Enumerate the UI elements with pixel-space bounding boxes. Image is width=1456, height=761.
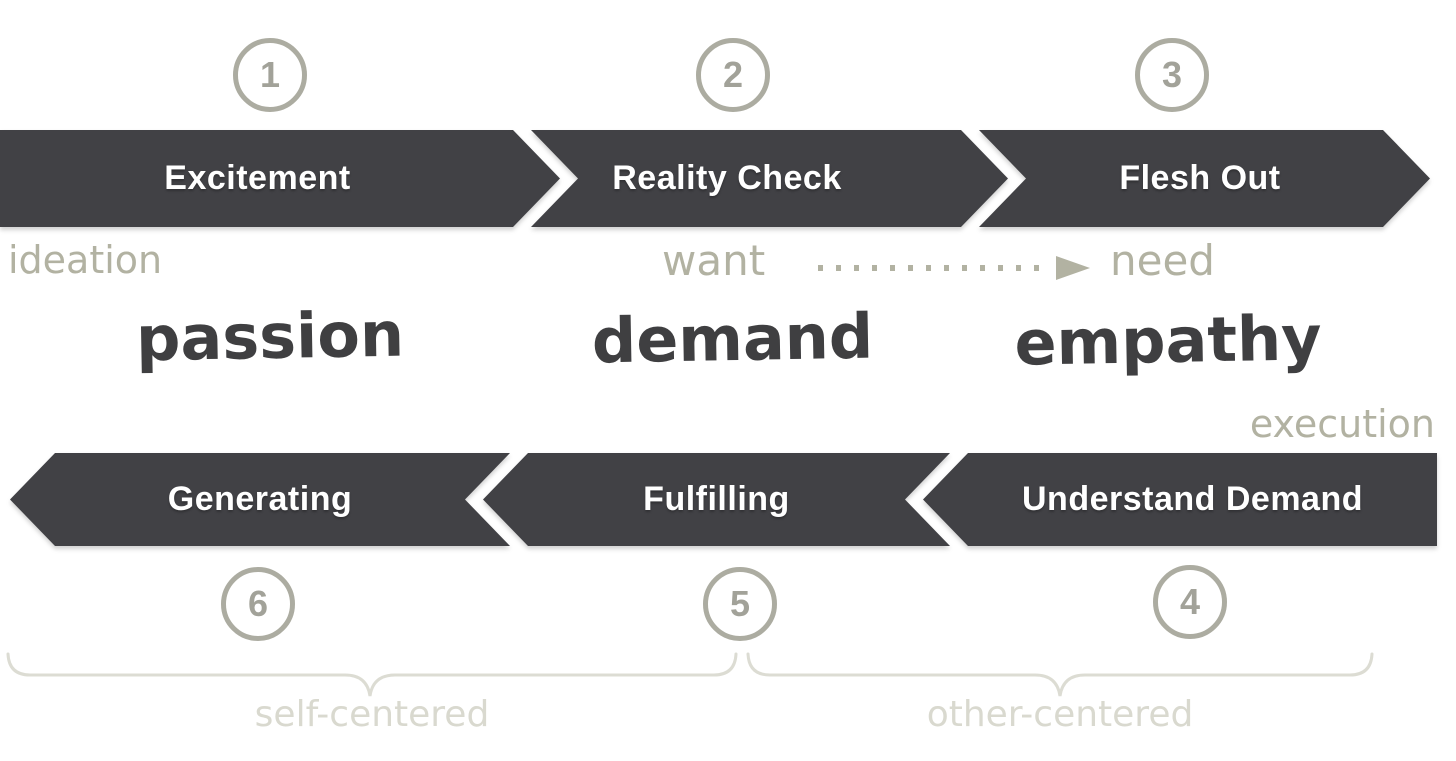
braces-layer <box>6 652 1374 697</box>
keyword-passion: passion <box>135 297 405 376</box>
arrow-segment-excitement <box>0 130 560 227</box>
dotted-arrow-icon <box>818 256 1090 280</box>
phase-label-execution: execution <box>1249 402 1435 446</box>
step-circle-4: 4 <box>1153 565 1227 639</box>
phase-label-ideation: ideation <box>8 238 163 282</box>
step-circle-5: 5 <box>703 567 777 641</box>
banner-label-flesh-out: Flesh Out <box>1119 159 1281 197</box>
brace-label-self-centered: self-centered <box>254 694 490 735</box>
step-number: 1 <box>259 54 281 95</box>
step-circle-6: 6 <box>221 567 295 641</box>
arrow-segment-fulfilling <box>483 453 950 546</box>
step-number: 3 <box>1161 54 1183 95</box>
banner-label-understand-demand: Understand Demand <box>1022 480 1363 518</box>
step-circle-1: 1 <box>233 38 307 112</box>
left-curly-brace <box>6 652 738 697</box>
step-number: 2 <box>722 54 744 95</box>
step-circle-3: 3 <box>1135 38 1209 112</box>
step-number: 5 <box>729 583 751 624</box>
right-curly-brace <box>746 652 1374 697</box>
step-number: 6 <box>247 583 269 624</box>
step-number: 4 <box>1179 581 1201 622</box>
banner-label-fulfilling: Fulfilling <box>643 480 790 518</box>
arrow-segment-reality-check <box>531 130 1008 227</box>
bottom-arrow-banner <box>10 453 1437 546</box>
arrow-segment-flesh-out <box>979 130 1430 227</box>
arrow-segment-understand-demand <box>923 453 1437 546</box>
transition-to-label: need <box>1110 236 1215 285</box>
keyword-empathy: empathy <box>1013 301 1323 380</box>
banner-label-reality-check: Reality Check <box>612 159 842 197</box>
banner-label-generating: Generating <box>167 480 353 518</box>
arrow-segment-generating <box>10 453 510 546</box>
banner-label-excitement: Excitement <box>164 159 351 197</box>
keyword-demand: demand <box>591 299 874 378</box>
step-circle-2: 2 <box>696 38 770 112</box>
transition-from-label: want <box>662 236 766 285</box>
brace-label-other-centered: other-centered <box>926 694 1194 735</box>
top-arrow-banner <box>0 130 1430 227</box>
